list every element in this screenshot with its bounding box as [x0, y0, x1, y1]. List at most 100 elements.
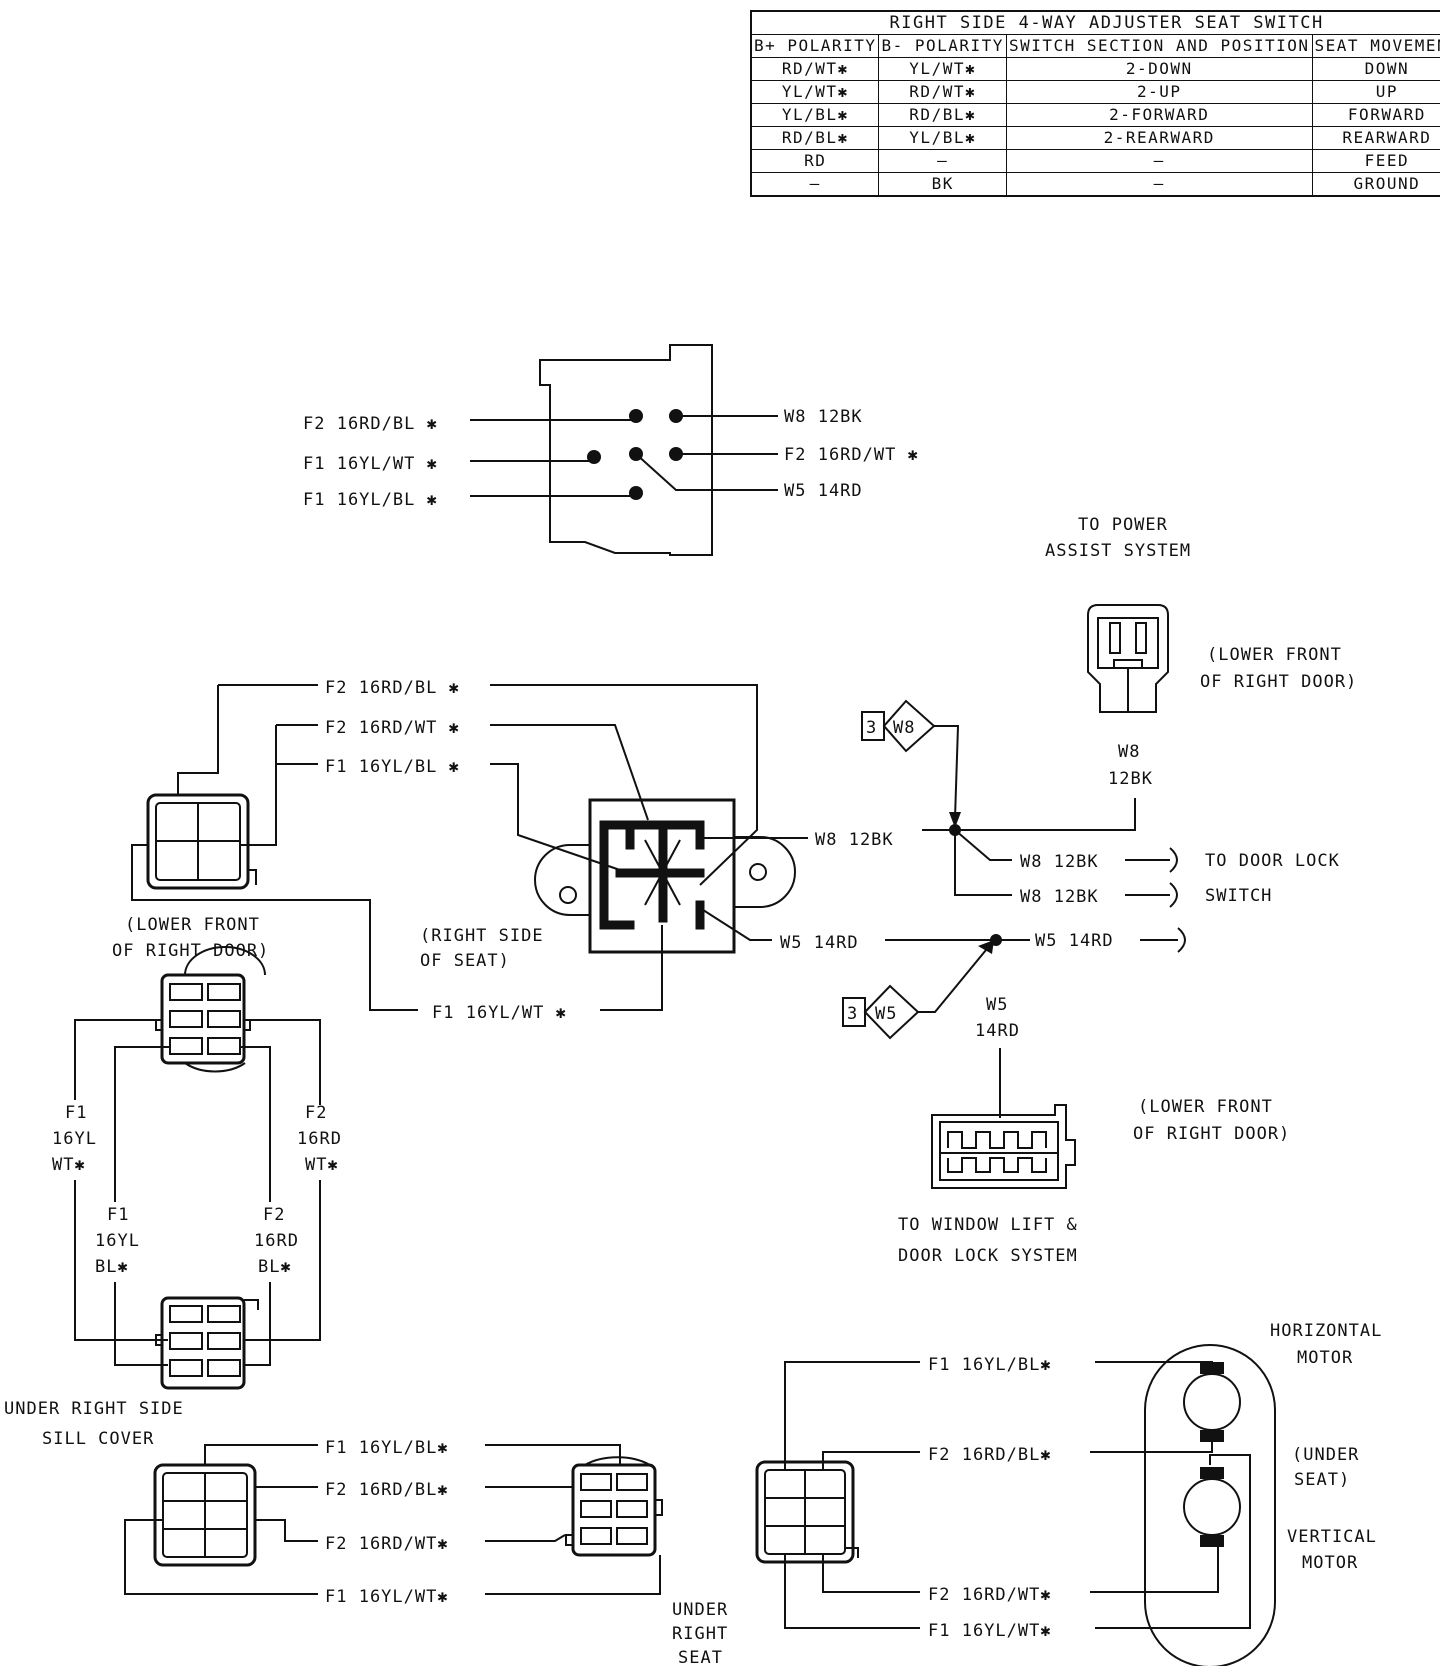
vertical-motor-label-2: MOTOR [1302, 1553, 1358, 1573]
switch-connector-face: F2 16RD/BL ✱ F1 16YL/WT ✱ F1 16YL/BL ✱ W… [303, 344, 919, 556]
power-assist-branch: TO POWER ASSIST SYSTEM (LOWER FRONT OF R… [861, 515, 1357, 908]
seat-switch-label-1: (RIGHT SIDE [420, 926, 544, 946]
face-right-label-2: F2 16RD/WT ✱ [784, 445, 919, 465]
window-lift-location-2: OF RIGHT DOOR) [1133, 1124, 1290, 1144]
face-left-label-2: F1 16YL/WT ✱ [303, 454, 438, 474]
sill-connectors: F1 16YL WT✱ F2 16RD WT✱ F1 16YL BL✱ F2 1… [4, 946, 342, 1449]
wire-label-f1-ylbl: F1 16YL/BL ✱ [325, 757, 460, 777]
table-cell: — [1005, 172, 1313, 197]
sill-wire-1-code: F1 [65, 1103, 87, 1123]
splice-w5-num: 3 [847, 1004, 858, 1024]
horizontal-motor-label-2: MOTOR [1297, 1348, 1353, 1368]
sill-wire-2-code: F2 [305, 1103, 327, 1123]
power-assist-title-1: TO POWER [1078, 515, 1168, 535]
door-connector-label-1: (LOWER FRONT [125, 915, 260, 935]
sill-wire-4-size: 16RD [254, 1231, 299, 1251]
table-cell: 2-UP [1005, 80, 1313, 104]
table-row: YL/WT✱ RD/WT✱ 2-UP UP [750, 80, 1440, 104]
table-row: RD/BL✱ YL/BL✱ 2-REARWARD REARWARD [750, 126, 1440, 150]
splice-w8-code: W8 [893, 718, 915, 738]
under-right-seat-3: SEAT [678, 1648, 723, 1666]
motor-wire-1: F1 16YL/BL✱ [928, 1355, 1052, 1375]
w5-drop-label-2: 14RD [975, 1021, 1020, 1041]
door-lock-label-1: TO DOOR LOCK [1205, 851, 1340, 871]
table-cell: BK [878, 172, 1007, 197]
table-cell: 2-FORWARD [1005, 103, 1313, 127]
wire-label-f2-rdbl: F2 16RD/BL ✱ [325, 678, 460, 698]
window-lift-branch: W5 14RD 3 W5 W5 14RD (LOWER FRONT OF RIG… [842, 927, 1290, 1266]
sill-wire-4-code: F2 [263, 1205, 285, 1225]
w5-right-label: W5 14RD [1035, 931, 1114, 951]
table-cell: DOWN [1311, 57, 1440, 81]
table-cell: 2-REARWARD [1005, 126, 1313, 150]
seat-switch-label-2: OF SEAT) [420, 951, 510, 971]
splice-w8-num: 3 [866, 718, 877, 738]
table-cell: RD/WT✱ [750, 57, 880, 81]
door-lock-label-2: SWITCH [1205, 886, 1272, 906]
seat-switch: (RIGHT SIDE OF SEAT) W8 12BK W5 14RD [420, 798, 894, 971]
switch-w8-label: W8 12BK [815, 830, 894, 850]
table-cell: YL/BL✱ [750, 103, 880, 127]
table-row: RD — — FEED [750, 149, 1440, 173]
face-right-label-3: W5 14RD [784, 481, 863, 501]
motor-wire-2: F2 16RD/BL✱ [928, 1445, 1052, 1465]
seat-motors: F1 16YL/BL✱ F2 16RD/BL✱ F2 16RD/WT✱ F1 1… [672, 1321, 1381, 1666]
sill-wire-1-size: 16YL [52, 1129, 97, 1149]
sill-wire-3-code: F1 [107, 1205, 129, 1225]
table-cell: 2-DOWN [1005, 57, 1313, 81]
under-right-seat-2: RIGHT [672, 1624, 728, 1644]
power-assist-wire-2: 12BK [1108, 769, 1153, 789]
table-cell: — [750, 172, 880, 197]
table-cell: REARWARD [1311, 126, 1440, 150]
sill-wire-2-size: 16RD [297, 1129, 342, 1149]
sill-wire-3-size: 16YL [95, 1231, 140, 1251]
table-cell: RD/WT✱ [878, 80, 1007, 104]
face-left-label-3: F1 16YL/BL ✱ [303, 490, 438, 510]
sill-wire-4-color: BL✱ [258, 1257, 292, 1277]
bl-wire-1: F1 16YL/BL✱ [325, 1438, 449, 1458]
table-row: YL/BL✱ RD/BL✱ 2-FORWARD FORWARD [750, 103, 1440, 127]
bl-wire-4: F1 16YL/WT✱ [325, 1587, 449, 1607]
switch-feed-wires: F2 16RD/BL ✱ F2 16RD/WT ✱ F1 16YL/BL ✱ F… [218, 678, 758, 1023]
table-cell: FEED [1311, 149, 1440, 173]
motor-wire-3: F2 16RD/WT✱ [928, 1585, 1052, 1605]
branch-w8-bottom: W8 12BK [1020, 887, 1099, 907]
table-cell: — [1005, 149, 1313, 173]
table-cell: RD/BL✱ [878, 103, 1007, 127]
under-right-seat-1: UNDER [672, 1600, 728, 1620]
table-header-b-plus: B+ POLARITY [750, 34, 880, 58]
table-cell: UP [1311, 80, 1440, 104]
window-lift-title-1: TO WINDOW LIFT & [898, 1215, 1078, 1235]
w5-drop-label-1: W5 [986, 995, 1008, 1015]
table-cell: — [878, 149, 1007, 173]
table-cell: RD [750, 149, 880, 173]
under-seat-label-2: SEAT) [1294, 1470, 1350, 1490]
seat-switch-table: RIGHT SIDE 4-WAY ADJUSTER SEAT SWITCH B+… [750, 10, 1440, 197]
table-header-switch-section: SWITCH SECTION AND POSITION [1005, 34, 1313, 58]
table-cell: YL/BL✱ [878, 126, 1007, 150]
splice-w5-code: W5 [875, 1004, 897, 1024]
table-header-seat-movement: SEAT MOVEMENT [1311, 34, 1440, 58]
window-lift-location-1: (LOWER FRONT [1138, 1097, 1273, 1117]
sill-label-1: UNDER RIGHT SIDE [4, 1399, 184, 1419]
power-assist-location-1: (LOWER FRONT [1207, 645, 1342, 665]
sill-label-2: SILL COVER [42, 1429, 154, 1449]
bottom-left-connectors: F1 16YL/BL✱ F2 16RD/BL✱ F2 16RD/WT✱ F1 1… [124, 1438, 663, 1607]
under-seat-label-1: (UNDER [1292, 1445, 1359, 1465]
table-title: RIGHT SIDE 4-WAY ADJUSTER SEAT SWITCH [750, 10, 1440, 35]
table-row: — BK — GROUND [750, 172, 1440, 197]
face-left-label-1: F2 16RD/BL ✱ [303, 414, 438, 434]
vertical-motor-label-1: VERTICAL [1287, 1527, 1377, 1547]
branch-w8-top: W8 12BK [1020, 852, 1099, 872]
table-header-b-minus: B- POLARITY [878, 34, 1007, 58]
table-cell: YL/WT✱ [750, 80, 880, 104]
motor-wire-4: F1 16YL/WT✱ [928, 1621, 1052, 1641]
power-assist-location-2: OF RIGHT DOOR) [1200, 672, 1357, 692]
bl-wire-2: F2 16RD/BL✱ [325, 1480, 449, 1500]
table-cell: RD/BL✱ [750, 126, 880, 150]
window-lift-title-2: DOOR LOCK SYSTEM [898, 1246, 1078, 1266]
switch-w5-label: W5 14RD [780, 933, 859, 953]
power-assist-wire-1: W8 [1118, 742, 1140, 762]
sill-wire-1-color: WT✱ [52, 1155, 86, 1175]
